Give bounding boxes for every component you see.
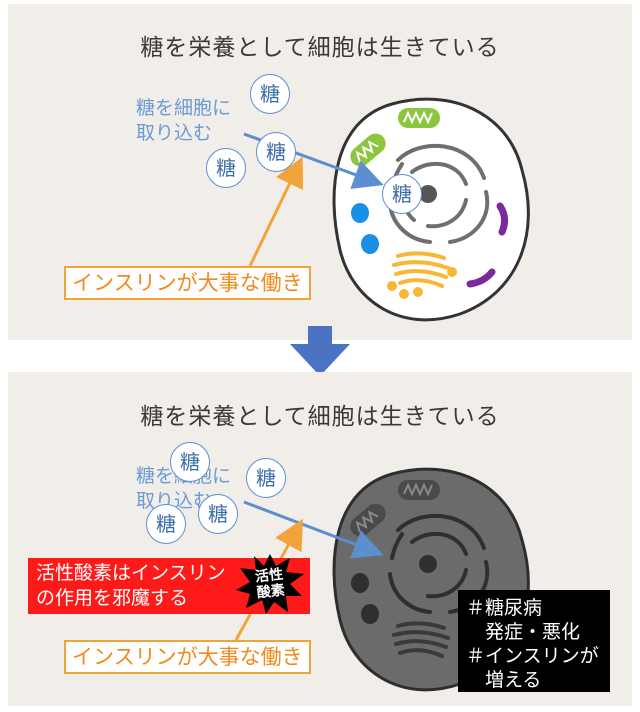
damaged-nucleolus [419, 555, 437, 573]
damaged-golgi [392, 621, 450, 658]
healthy-cell-membrane [332, 97, 530, 322]
sugar-molecule: 糖 [246, 458, 286, 498]
healthy-nucleus [388, 143, 490, 244]
damaged-vesicle-2 [361, 604, 379, 624]
transition-down-arrow [290, 326, 350, 376]
outcome-tags-box: ＃糖尿病 発症・悪化 ＃インスリンが 増える [458, 590, 610, 692]
tag-line: 発症・悪化 [466, 621, 581, 643]
damaged-vesicle-1 [351, 573, 369, 593]
bottom-panel-title: 糖を栄養として細胞は生きている [140, 404, 500, 430]
damaged-mitochondrion-1 [398, 480, 440, 500]
top-insulin-label: インスリンが大事な働き [64, 266, 311, 300]
healthy-lysosome-2 [466, 268, 496, 288]
burst-icon [236, 554, 304, 614]
ros-warning-line2: の作用を邪魔する [36, 587, 189, 609]
healthy-mitochondrion-2 [350, 133, 386, 167]
ros-warning-line1: 活性酸素はインスリン [36, 562, 226, 584]
sugar-molecule: 糖 [170, 442, 210, 482]
damaged-mitochondrion-2 [350, 503, 386, 537]
healthy-nucleolus [419, 185, 437, 203]
sugar-molecule: 糖 [256, 132, 296, 172]
healthy-golgi [387, 251, 457, 299]
top-panel-title: 糖を栄養として細胞は生きている [140, 35, 500, 61]
healthy-lysosome-1 [496, 202, 509, 236]
ros-badge-line2: 酸素 [256, 582, 286, 602]
tag-line: 増える [466, 669, 542, 691]
top-uptake-note-line2: 取り込む [136, 122, 213, 144]
sugar-molecule-in-cell: 糖 [382, 174, 422, 214]
ros-burst-badge: 活性 酸素 [236, 554, 304, 614]
sugar-molecule: 糖 [250, 74, 290, 114]
healthy-vesicle-1 [351, 203, 369, 223]
top-insulin-arrow [248, 156, 304, 267]
healthy-mitochondrion-1 [398, 108, 440, 128]
tag-line: ＃インスリンが [466, 645, 599, 667]
bottom-insulin-label: インスリンが大事な働き [64, 640, 311, 674]
top-uptake-note-line1: 糖を細胞に [136, 97, 232, 119]
sugar-molecule: 糖 [146, 504, 186, 544]
sugar-molecule: 糖 [198, 494, 238, 534]
bottom-uptake-arrow [243, 500, 384, 559]
healthy-vesicle-2 [361, 234, 379, 254]
tag-line: ＃糖尿病 [466, 597, 543, 619]
sugar-molecule: 糖 [206, 148, 246, 188]
